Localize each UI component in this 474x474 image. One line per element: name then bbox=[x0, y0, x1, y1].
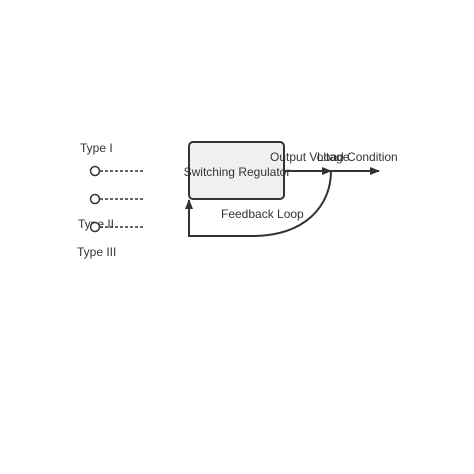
switching-regulator-label: Switching Regulator bbox=[184, 165, 291, 179]
input-terminal-1 bbox=[89, 165, 143, 177]
terminal-circle bbox=[89, 165, 101, 177]
type-3-label: Type III bbox=[77, 245, 116, 259]
feedback-loop-label: Feedback Loop bbox=[221, 207, 304, 221]
terminal-circle bbox=[89, 193, 101, 205]
input-terminal-2 bbox=[89, 193, 143, 205]
input-terminal-3 bbox=[89, 221, 143, 233]
load-condition-label: Load Condition bbox=[317, 150, 398, 164]
type-1-label: Type I bbox=[80, 141, 113, 155]
output-voltage-label: Output Voltage bbox=[270, 150, 350, 164]
feedback-loop-path bbox=[185, 170, 332, 237]
terminal-circle bbox=[89, 221, 101, 233]
